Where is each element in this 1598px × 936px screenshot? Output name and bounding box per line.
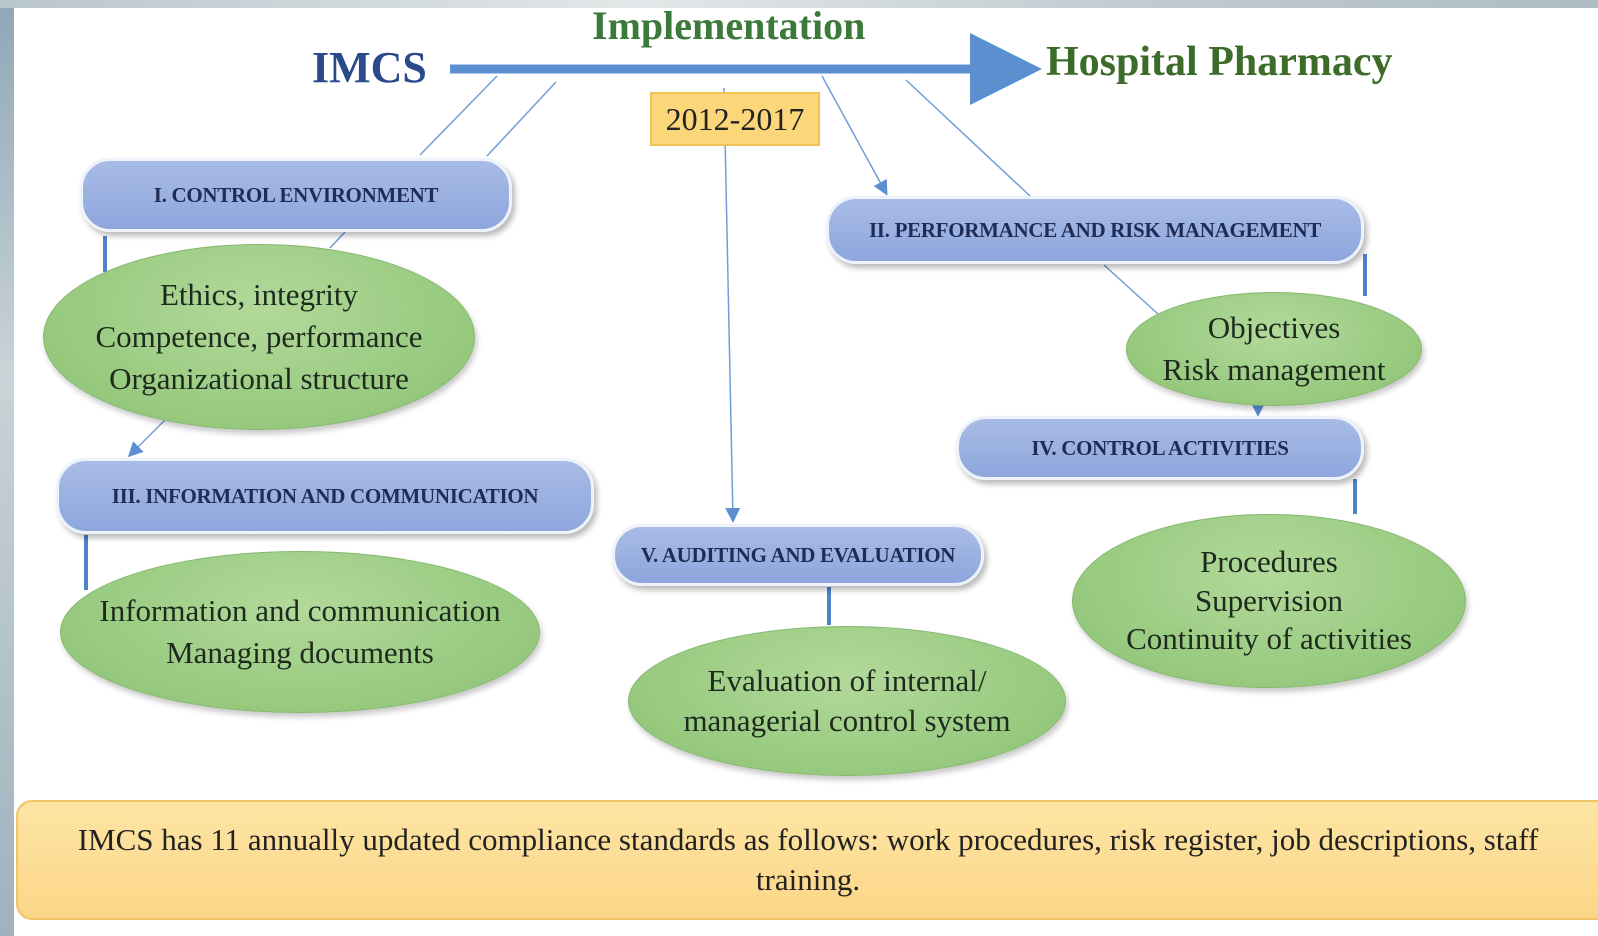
- control-environment-oval: Ethics, integrity Competence, performanc…: [43, 244, 475, 430]
- oval-item: Competence, performance: [95, 319, 423, 355]
- oval-item: Supervision: [1194, 582, 1344, 618]
- hospital-pharmacy-label: Hospital Pharmacy: [1046, 39, 1393, 85]
- implementation-title: Implementation: [592, 3, 866, 48]
- connector-perf-oval: [1103, 264, 1159, 315]
- oval-item: managerial control system: [683, 703, 1011, 738]
- connector-oval-info: [127, 419, 166, 458]
- auditing-evaluation-heading: V. AUDITING AND EVALUATION: [612, 524, 984, 586]
- background-edge-left: [0, 0, 14, 936]
- control-activities-oval: Procedures Supervision Continuity of act…: [1072, 514, 1466, 688]
- oval-item: Evaluation of internal/: [707, 662, 987, 698]
- compliance-note: IMCS has 11 annually updated compliance …: [16, 800, 1598, 920]
- oval-item: Continuity of activities: [1126, 621, 1412, 657]
- oval-item: Risk management: [1162, 352, 1386, 387]
- imcs-label: IMCS: [312, 43, 427, 92]
- connector-imcs-control-env-b: [486, 81, 557, 157]
- connector-control-env-oval: [329, 231, 346, 249]
- information-communication-oval: Information and communication Managing d…: [60, 551, 540, 713]
- auditing-evaluation-oval: Evaluation of internal/ managerial contr…: [628, 626, 1066, 776]
- years-badge: 2012-2017: [650, 92, 820, 146]
- oval-item: Procedures: [1200, 543, 1338, 579]
- control-environment-heading: I. CONTROL ENVIRONMENT: [80, 158, 512, 232]
- connector-center-auditing: [723, 87, 741, 523]
- control-activities-heading: IV. CONTROL ACTIVITIES: [956, 416, 1364, 480]
- connector-performance: [821, 75, 888, 196]
- connector-imcs-control-env-a: [419, 75, 498, 156]
- connector-performance-b: [905, 79, 1031, 197]
- information-communication-heading: III. INFORMATION AND COMMUNICATION: [56, 458, 594, 534]
- performance-risk-heading: II. PERFORMANCE AND RISK MANAGEMENT: [826, 196, 1364, 264]
- oval-item: Objectives: [1207, 310, 1341, 346]
- oval-item: Managing documents: [166, 635, 434, 670]
- oval-item: Organizational structure: [109, 360, 409, 396]
- background-edge-top: [0, 0, 1598, 8]
- performance-risk-oval: Objectives Risk management: [1126, 292, 1422, 406]
- oval-item: Information and communication: [99, 593, 501, 629]
- oval-item: Ethics, integrity: [159, 277, 359, 313]
